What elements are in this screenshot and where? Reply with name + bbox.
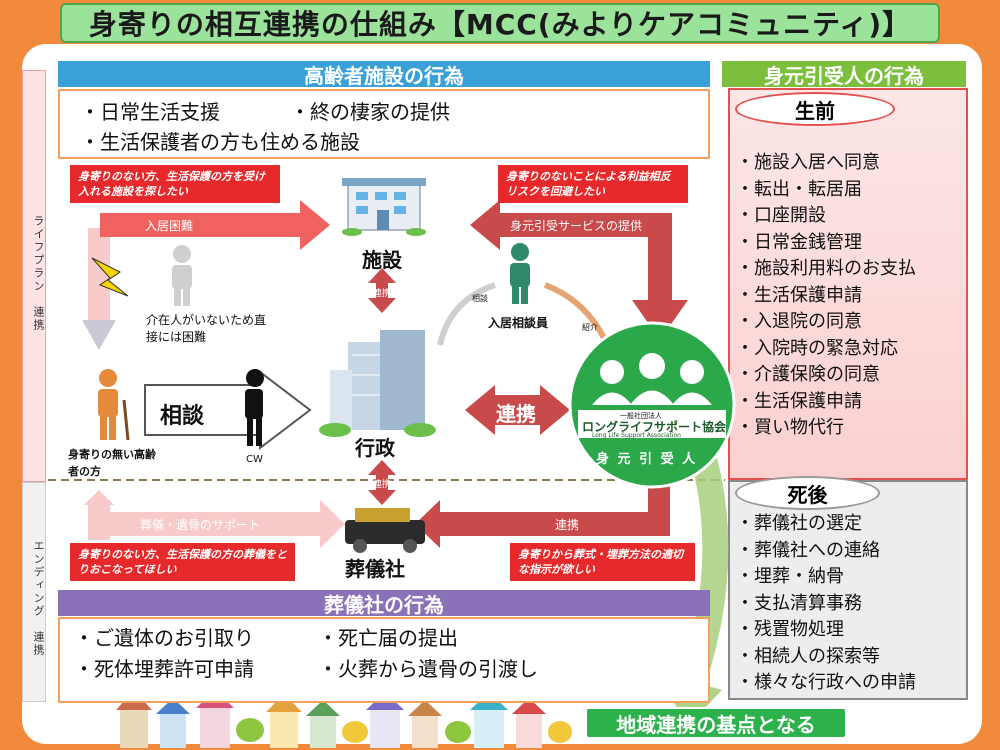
link-arrow-gov-funeral (368, 460, 396, 505)
mediator-person-icon (172, 245, 192, 306)
link-arrow-facility-gov (368, 268, 396, 313)
service-arrow-shaft (648, 213, 672, 303)
funeral-item-1: ・ご遺体のお引取り (74, 626, 254, 650)
service-arrow-head (632, 300, 688, 340)
org-role-label: 身 元 引 受 人 (596, 452, 698, 467)
hearse-icon (345, 508, 425, 553)
before-item: ・口座開設 (736, 205, 826, 226)
before-item: ・入退院の同意 (736, 311, 862, 332)
big-link-label: 連携 (496, 402, 536, 426)
before-item: ・施設入居へ同意 (736, 152, 880, 173)
org-small-label: 一般社団法人 (620, 412, 662, 420)
before-item: ・介護保険の同意 (736, 364, 880, 385)
funeral-label: 葬儀社 (345, 557, 405, 581)
lightning-icon (91, 257, 129, 297)
pink-up-shaft (88, 228, 110, 328)
after-item: ・埋葬・納骨 (736, 566, 844, 587)
counselor-label: 入居相談員 (488, 316, 549, 330)
consultation-label: 相談 (160, 404, 205, 429)
link-label-lower: 連携 (373, 480, 392, 490)
guarantor-service-label: 身元引受サービスの提供 (510, 219, 643, 233)
footer-banner: 地域連携の基点となる (585, 707, 847, 739)
move-in-arrow-head (300, 200, 330, 250)
guarantor-after-box (728, 480, 968, 700)
funeral-support-arrow (100, 512, 320, 536)
after-death-label: 死後 (735, 476, 880, 510)
elderly-label: 身寄りの無い高齢者の方 (68, 448, 156, 478)
before-death-list: ・施設入居へ同意 ・転出・転居届 ・口座開設 ・日常金銭管理 ・施設利用料のお支… (736, 150, 916, 442)
side-bar-life (22, 70, 46, 482)
link-label-upper: 連携 (373, 289, 392, 299)
guarantor-before-box (728, 88, 968, 480)
callout-bottom-left: 身寄りのない方、生活保護の方の葬儀をとりおこなってほしい (70, 543, 295, 581)
before-item: ・生活保護申請 (736, 284, 862, 306)
facility-heading: 高齢者施設の行為 (58, 61, 710, 88)
facility-item-1: ・日常生活支援 (80, 100, 220, 124)
funeral-items-box (58, 617, 710, 703)
funeral-item-3: ・死体埋葬許可申請 (74, 657, 254, 681)
funeral-link-arrow (440, 512, 670, 536)
funeral-item-2: ・死亡届の提出 (318, 626, 458, 650)
elderly-person-icon (98, 369, 130, 441)
after-item: ・相続人の探索等 (736, 645, 880, 667)
big-link-arrow (465, 385, 570, 435)
before-death-label: 生前 (735, 92, 895, 126)
side-bar-ending (22, 482, 46, 702)
cw-person-icon (245, 369, 264, 446)
after-death-list: ・葬儀社の選定 ・葬儀社への連絡 ・埋葬・納骨 ・支払清算事務 ・残置物処理 ・… (736, 511, 916, 697)
funeral-heading: 葬儀社の行為 (58, 590, 710, 617)
funeral-item-4: ・火葬から遺骨の引渡し (318, 657, 538, 681)
service-arrow-left (470, 200, 670, 250)
consult-small-label: 相談 (472, 294, 488, 303)
after-item: ・葬儀社の選定 (736, 513, 862, 534)
government-label: 行政 (355, 436, 395, 460)
consult-curve (437, 282, 496, 346)
side-label-life-plan: ライフプラン 連携 (32, 215, 45, 332)
before-item: ・生活保護申請 (736, 390, 862, 412)
gray-down-arrowhead (82, 320, 116, 350)
org-circle-icon (568, 321, 736, 489)
government-building-icon (319, 330, 436, 437)
callout-bottom-right: 身寄りから葬式・埋葬方法の適切な指示が欲しい (510, 543, 695, 581)
org-en-label: Long Life Support Association (592, 432, 681, 439)
page-title: 身寄りの相互連携の仕組み【MCC(みよりケアコミュニティ)】 (60, 3, 940, 43)
move-in-difficulty-label: 入居困難 (145, 219, 194, 233)
facility-building-icon (342, 178, 426, 236)
introduction-label: 紹介 (582, 323, 598, 332)
before-item: ・入院時の緊急対応 (736, 337, 898, 359)
counselor-icon (510, 243, 530, 304)
after-item: ・支払清算事務 (736, 592, 862, 614)
before-item: ・転出・転居届 (736, 178, 862, 200)
after-item: ・様々な行政への申請 (736, 672, 916, 693)
org-name-label: ロングライフサポート協会 (582, 420, 727, 434)
before-item: ・日常金銭管理 (736, 231, 862, 253)
facility-item-3: ・生活保護者の方も住める施設 (80, 130, 360, 154)
guarantor-heading: 身元引受人の行為 (722, 61, 966, 88)
funeral-support-label: 葬儀・遺骨のサポート (140, 518, 261, 532)
move-in-arrow-body (100, 213, 300, 237)
callout-top-right: 身寄りのないことによる利益相反リスクを回避したい (498, 165, 688, 203)
funeral-link-label: 連携 (555, 518, 580, 532)
before-item: ・買い物代行 (736, 417, 844, 438)
after-item: ・葬儀社への連絡 (736, 539, 880, 561)
intro-curve (543, 282, 608, 342)
before-item: ・施設利用料のお支払 (736, 258, 916, 279)
facility-items-box (58, 89, 710, 159)
cw-label: CW (246, 454, 263, 465)
facility-item-2: ・終の棲家の提供 (290, 100, 450, 124)
facility-label: 施設 (362, 248, 402, 272)
side-label-ending: エンディング 連携 (32, 540, 45, 657)
callout-top-left: 身寄りのない方、生活保護の方を受け入れる施設を探したい (70, 165, 280, 203)
after-item: ・残置物処理 (736, 619, 844, 640)
mediator-note: 介在人がいないため直接には困難 (146, 313, 267, 344)
town-houses-illustration (116, 690, 572, 748)
